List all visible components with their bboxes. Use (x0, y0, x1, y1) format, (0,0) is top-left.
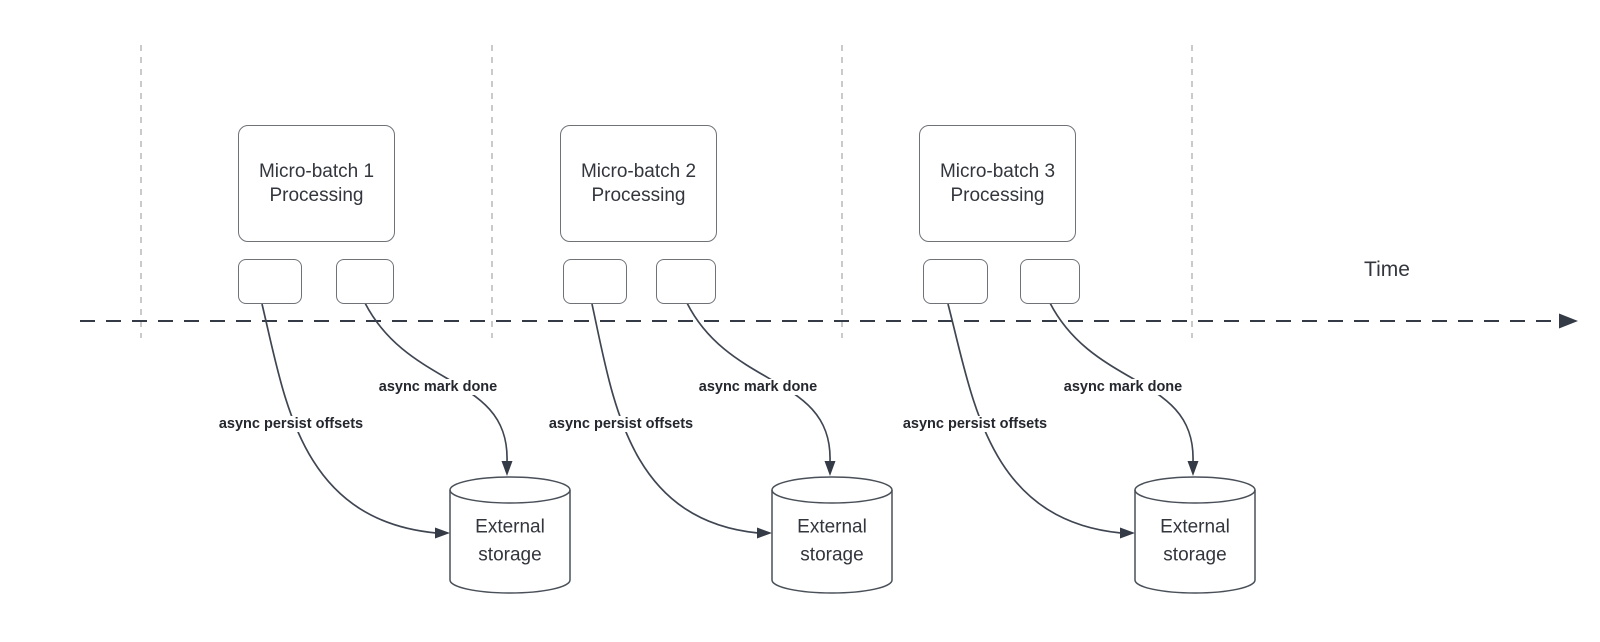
micro-batch-3-processing-box: Micro-batch 3 Processing (919, 125, 1076, 242)
mark-done-label-1: async mark done (375, 379, 501, 395)
micro-batch-1-title: Micro-batch 1 Processing (258, 160, 375, 206)
mark-done-label-2: async mark done (695, 379, 821, 395)
external-storage-label-2: External storage (797, 516, 867, 565)
task-box-3b (1020, 259, 1080, 304)
micro-batch-2-title: Micro-batch 2 Processing (580, 160, 697, 206)
task-box-1a (238, 259, 302, 304)
persist-offsets-arrow-2 (591, 303, 759, 534)
persist-offsets-arrow-3 (947, 303, 1122, 534)
task-box-3a (923, 259, 988, 304)
storage-cylinder-3 (1134, 476, 1256, 594)
task-box-2a (563, 259, 627, 304)
persist-offsets-label-1: async persist offsets (215, 416, 367, 432)
persist-arrowhead-1-icon (435, 527, 450, 539)
persist-arrowhead-3-icon (1120, 527, 1135, 539)
persist-arrowhead-2-icon (757, 527, 772, 539)
mark-done-arrowhead-3-icon (1187, 461, 1199, 476)
storage-cylinder-1 (449, 476, 571, 594)
external-storage-label-3: External storage (1160, 516, 1230, 565)
time-axis-label: Time (1364, 258, 1410, 281)
micro-batch-1-processing-box: Micro-batch 1 Processing (238, 125, 395, 242)
mark-done-label-3: async mark done (1060, 379, 1186, 395)
persist-offsets-label-2: async persist offsets (545, 416, 697, 432)
micro-batch-3-title: Micro-batch 3 Processing (939, 160, 1056, 206)
external-storage-label-1: External storage (475, 516, 545, 565)
mark-done-arrowhead-1-icon (501, 461, 513, 476)
persist-offsets-label-3: async persist offsets (899, 416, 1051, 432)
storage-cylinder-2 (771, 476, 893, 594)
task-box-2b (656, 259, 716, 304)
time-axis-arrowhead-icon (1559, 313, 1578, 329)
mark-done-arrowhead-2-icon (824, 461, 836, 476)
micro-batch-2-processing-box: Micro-batch 2 Processing (560, 125, 717, 242)
persist-offsets-arrow-1 (261, 303, 437, 534)
task-box-1b (336, 259, 394, 304)
